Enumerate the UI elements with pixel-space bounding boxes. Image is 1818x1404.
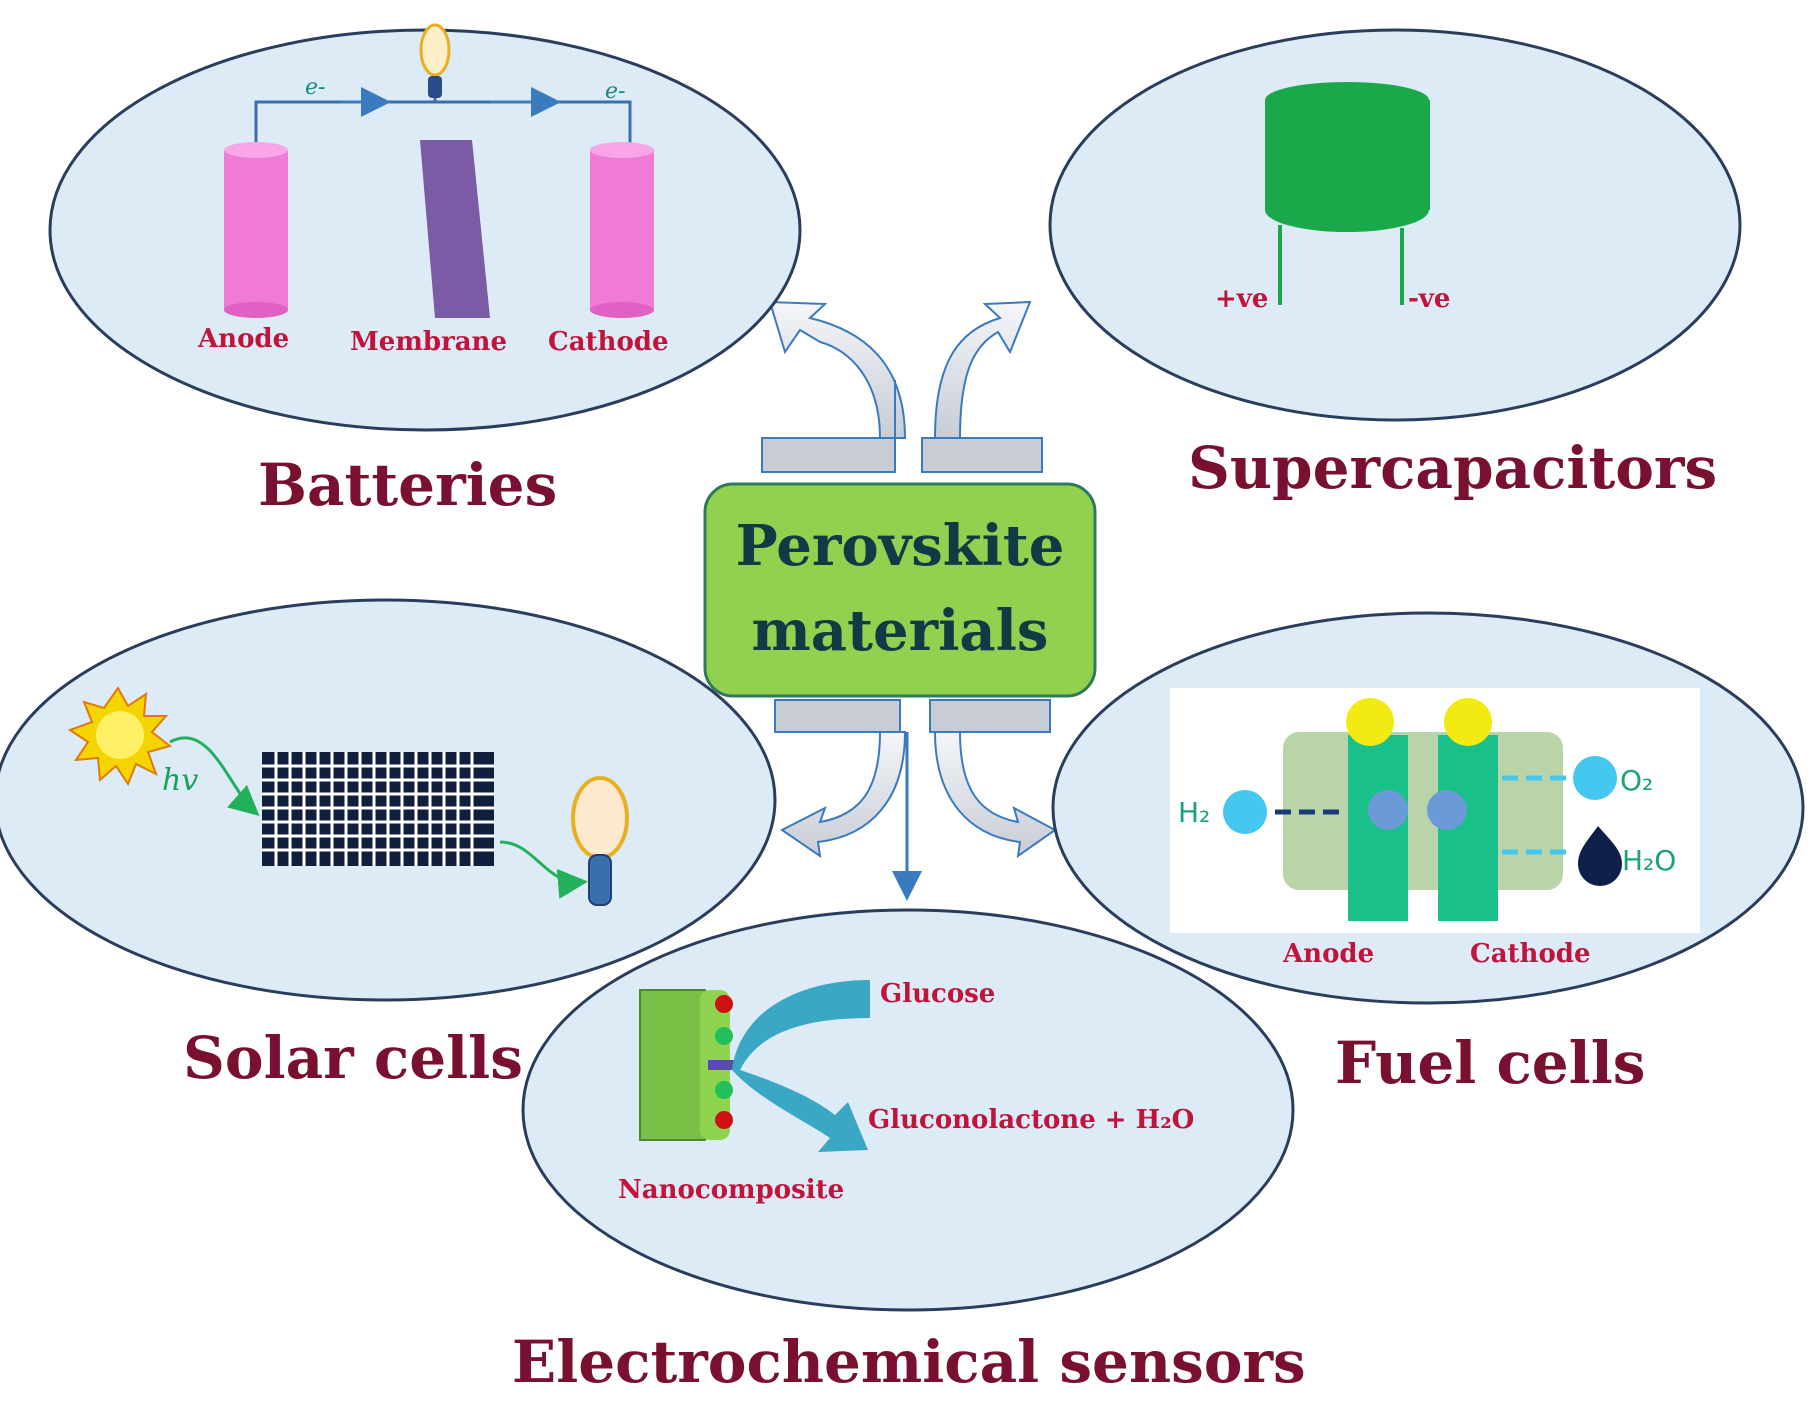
electron-label-left: e- xyxy=(305,75,325,100)
battery-cathode-label: Cathode xyxy=(548,327,669,357)
batteries-panel: e- e- Anode Membrane Cathode xyxy=(48,23,802,432)
product-label: Gluconolactone + H₂O xyxy=(868,1105,1194,1135)
o2-label: O₂ xyxy=(1620,764,1653,797)
fuel-yellow-dot-right xyxy=(1444,698,1492,746)
supercapacitors-panel: +ve -ve xyxy=(1048,28,1742,422)
nanocomposite-icon xyxy=(639,989,736,1141)
fuel-yellow-dot-left xyxy=(1346,698,1394,746)
center-title-line2: materials xyxy=(752,598,1049,664)
fuel-anode-plate xyxy=(1348,735,1408,921)
capacitor-icon xyxy=(1265,82,1430,305)
fuel-cathode-label: Cathode xyxy=(1470,939,1591,969)
batteries-title: Batteries xyxy=(258,451,557,519)
nanocomposite-label: Nanocomposite xyxy=(618,1175,844,1205)
fuel-cells-panel: H₂ O₂ H₂O Anode Cathode xyxy=(1051,611,1805,1005)
battery-cathode-cylinder xyxy=(590,142,654,318)
solar-panel-grid xyxy=(262,752,494,866)
battery-membrane xyxy=(420,140,490,318)
sensors-panel: Glucose Gluconolactone + H₂O Nanocomposi… xyxy=(521,908,1295,1312)
lightbulb-icon xyxy=(419,23,451,102)
solar-lightbulb-icon xyxy=(571,776,629,906)
glucose-reaction-arrow xyxy=(732,980,870,1152)
negative-terminal-label: -ve xyxy=(1408,284,1450,314)
battery-anode-cylinder xyxy=(224,142,288,318)
fuel-cells-title: Fuel cells xyxy=(1335,1029,1645,1097)
batteries-ellipse xyxy=(48,28,802,432)
sensors-title: Electrochemical sensors xyxy=(512,1328,1306,1396)
solar-cells-panel: hv xyxy=(0,598,777,1002)
positive-terminal-label: +ve xyxy=(1215,284,1268,314)
solar-cells-title: Solar cells xyxy=(183,1024,523,1092)
center-title-line1: Perovskite xyxy=(736,513,1065,579)
fuel-anode-label: Anode xyxy=(1282,939,1374,969)
glucose-label: Glucose xyxy=(880,979,995,1009)
h2o-label: H₂O xyxy=(1622,844,1676,877)
upper-connector-arrows xyxy=(761,300,1043,473)
perovskite-center-box: Perovskite materials xyxy=(703,482,1097,698)
electron-label-right: e- xyxy=(605,79,625,104)
sun-icon xyxy=(67,686,173,787)
supercapacitors-title: Supercapacitors xyxy=(1188,434,1717,502)
battery-anode-label: Anode xyxy=(197,324,289,354)
o2-molecule xyxy=(1573,756,1617,800)
h2-label: H₂ xyxy=(1178,796,1210,829)
lower-connector-arrows xyxy=(774,699,1057,901)
water-drop-icon xyxy=(1578,826,1622,886)
h2-molecule xyxy=(1223,790,1267,834)
hv-label: hv xyxy=(162,763,198,798)
battery-membrane-label: Membrane xyxy=(350,327,507,357)
